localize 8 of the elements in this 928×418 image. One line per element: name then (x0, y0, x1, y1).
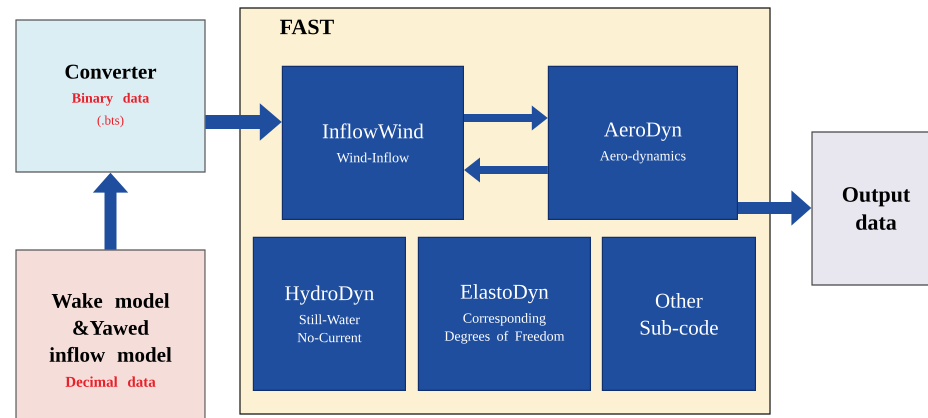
process-box: Converter Binary data (.bts) (15, 19, 206, 173)
process-box: Wake model &Yawed inflow model Decimal data (15, 249, 206, 418)
process-box: Output data (811, 131, 928, 286)
module-box: ElastoDyn Corresponding Degrees of Freedom (418, 236, 591, 391)
module-box: InflowWind Wind-Inflow (282, 66, 464, 220)
module-box: HydroDyn Still-Water No-Current (252, 236, 406, 391)
module-box: Other Sub-code (602, 236, 756, 391)
module-box: AeroDyn Aero-dynamics (548, 66, 738, 220)
